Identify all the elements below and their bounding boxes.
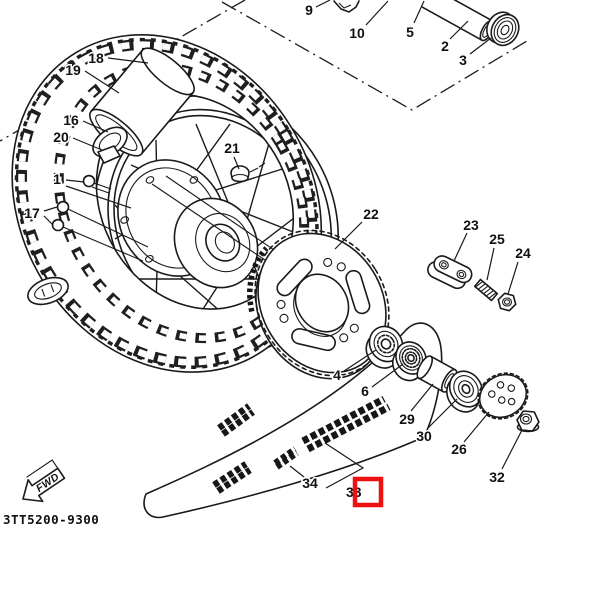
part-label-23: 23 xyxy=(463,217,479,233)
part-label-6: 6 xyxy=(361,383,369,399)
part-label-17: 17 xyxy=(24,205,40,221)
part-labels: 9 10 5 2 3 18 19 16 20 1 17 21 22 23 25 … xyxy=(23,1,533,502)
part-label-29: 29 xyxy=(399,411,415,427)
chain-link-cluster xyxy=(212,461,252,494)
tensioner-bracket-part-23 xyxy=(427,255,473,290)
part-label-30: 30 xyxy=(416,428,432,444)
chain-link-cluster xyxy=(301,395,391,453)
part-label-34: 34 xyxy=(302,475,318,491)
part-label-3: 3 xyxy=(459,52,467,68)
highlight-box[interactable] xyxy=(352,476,384,508)
screw-part-1 xyxy=(82,174,112,194)
nut-part-24 xyxy=(497,292,517,312)
chain-joint-link-34 xyxy=(273,446,299,470)
drive-chain xyxy=(143,322,443,519)
leader-lines xyxy=(43,0,523,489)
tire xyxy=(11,34,323,373)
part-label-1: 1 xyxy=(53,171,61,187)
part-label-10: 10 xyxy=(349,25,365,41)
part-label-18: 18 xyxy=(88,50,104,66)
oil-seal-part-30 xyxy=(446,370,484,413)
fwd-arrow: FWD xyxy=(22,459,66,503)
wheel-hub xyxy=(117,159,259,289)
axle-nut-part-32 xyxy=(516,410,540,433)
part-label-2: 2 xyxy=(441,38,449,54)
part-label-22: 22 xyxy=(363,206,379,222)
chain-link-cluster xyxy=(217,403,255,437)
part-label-21: 21 xyxy=(224,140,240,156)
part-label-20: 20 xyxy=(53,129,69,145)
axle-collar-part-2 xyxy=(421,0,495,42)
rear-sprocket xyxy=(247,229,390,380)
tab-part xyxy=(97,145,121,164)
drive-sprocket-part-26 xyxy=(477,372,529,420)
part-label-32: 32 xyxy=(489,469,505,485)
drawing-code: 3TT5200-9300 xyxy=(3,512,99,527)
part-label-16: 16 xyxy=(63,112,79,128)
stud-bolt-part-25 xyxy=(473,278,499,302)
part-label-24: 24 xyxy=(515,245,531,261)
part-label-19: 19 xyxy=(65,62,81,78)
rim-lock xyxy=(27,276,69,306)
part-label-5: 5 xyxy=(406,24,414,40)
part-label-9: 9 xyxy=(305,2,313,18)
cutoff-part xyxy=(333,0,360,13)
screws-part-17 xyxy=(51,200,149,262)
part-label-4: 4 xyxy=(333,367,341,383)
part-label-26: 26 xyxy=(451,441,467,457)
dust-seal-part-3 xyxy=(486,11,520,47)
part-label-25: 25 xyxy=(489,231,505,247)
spoke-nipple-part-21 xyxy=(230,162,266,183)
